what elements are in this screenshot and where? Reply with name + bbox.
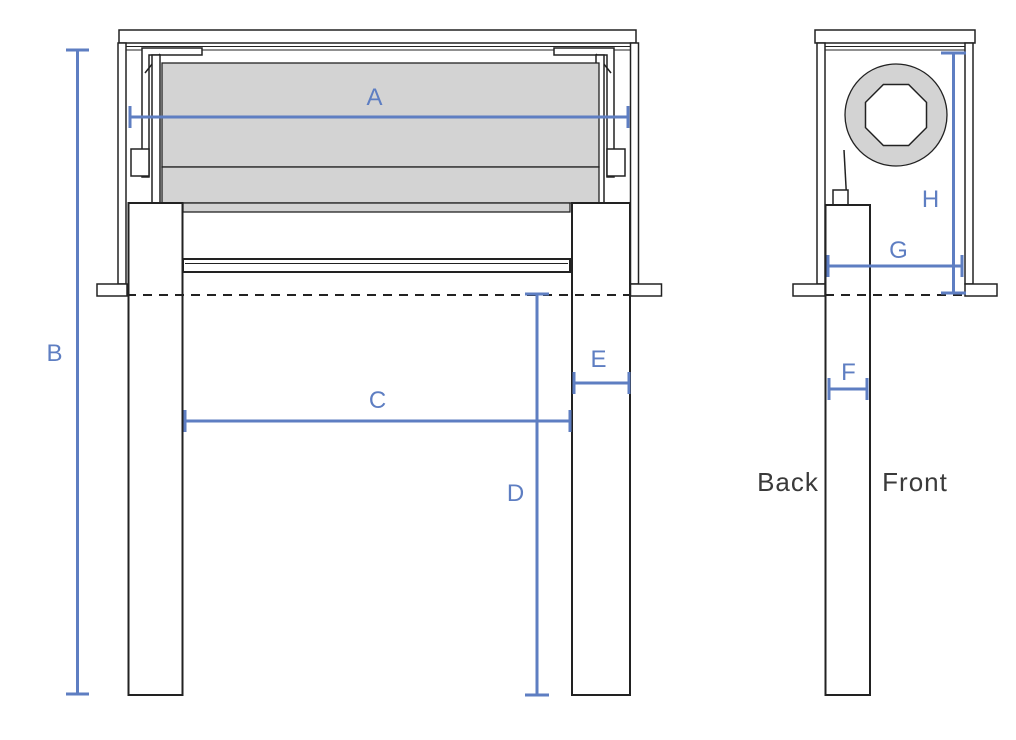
side-front-foot-flange: [964, 283, 998, 297]
dimension-d-label: D: [507, 480, 525, 507]
front-curtain-roll-top-band: [161, 62, 600, 168]
side-view: G H F Back Front: [757, 29, 998, 696]
dimension-f-label: F: [841, 359, 857, 386]
dimension-e: E: [572, 346, 631, 394]
side-curtain-column: [824, 204, 871, 696]
dimension-h: H: [922, 51, 966, 295]
dimension-d: D: [507, 292, 549, 697]
dimension-a-label: A: [366, 84, 383, 111]
front-bottom-slat: [182, 258, 571, 273]
dimension-a: A: [128, 84, 630, 128]
front-left-guide-clip: [130, 148, 150, 177]
front-view: A B C D E: [46, 29, 663, 697]
front-box-right-wall: [629, 42, 640, 285]
side-lintel-hatch-bar: [814, 29, 976, 44]
side-box-back-wall: [816, 42, 826, 285]
side-box-front-wall: [964, 42, 974, 285]
dimension-b: B: [46, 48, 89, 696]
dimension-e-label: E: [590, 346, 607, 373]
dimension-f: F: [827, 359, 869, 400]
dimension-g-label: G: [889, 237, 909, 264]
front-box-left-wall: [117, 42, 127, 285]
front-right-guide-clip: [606, 148, 626, 177]
dimension-h-label: H: [922, 186, 940, 213]
dimension-c-label: C: [369, 387, 387, 414]
front-right-guide-column: [571, 202, 631, 696]
dimension-c: C: [183, 387, 572, 432]
front-curtain-roll-bottom-band: [182, 202, 571, 213]
side-curtain-slat-top: [832, 189, 849, 206]
front-left-guide-rail: [151, 54, 161, 204]
dimension-b-label: B: [46, 340, 63, 367]
front-annotation: Front: [882, 467, 948, 497]
front-lintel-hatch-bar: [118, 29, 637, 44]
front-curtain-roll-mid-band: [161, 166, 600, 204]
front-left-foot-flange: [96, 283, 128, 297]
front-left-guide-column: [127, 202, 184, 696]
side-back-foot-flange: [792, 283, 826, 297]
front-right-foot-flange: [629, 283, 663, 297]
side-roller-octagonal-axle: [864, 83, 928, 147]
dimension-g: G: [826, 237, 964, 277]
back-annotation: Back: [757, 467, 819, 497]
